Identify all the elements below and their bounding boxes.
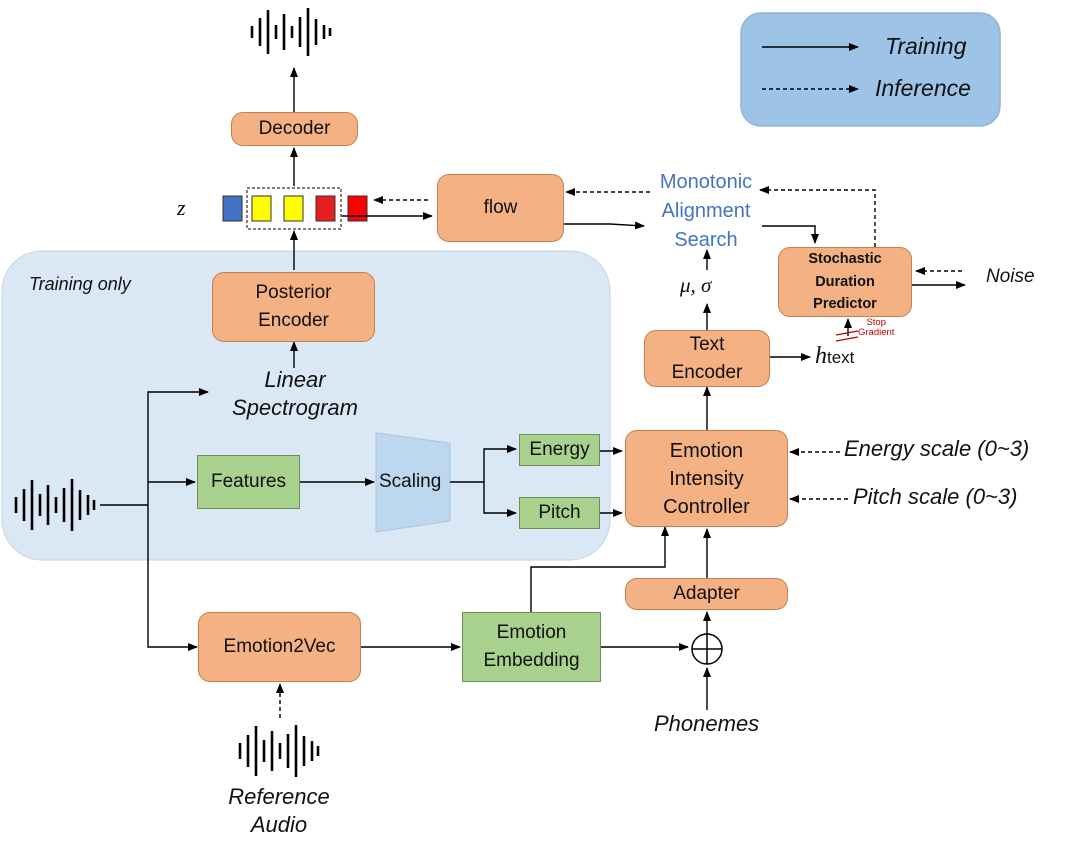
linear-spectrogram-label: Linear Spectrogram bbox=[210, 366, 380, 421]
z-label: z bbox=[177, 195, 186, 220]
inference-connectors bbox=[276, 186, 962, 718]
eic-label-line: Controller bbox=[663, 495, 750, 518]
mas-label-line: Search bbox=[674, 229, 738, 251]
eic-label-line: Emotion bbox=[669, 439, 744, 462]
latent-group-box bbox=[246, 187, 342, 230]
sdp-label-line: Stochastic bbox=[808, 251, 882, 268]
mas-label-line: Monotonic bbox=[659, 171, 753, 193]
input-waveform-icon bbox=[14, 479, 96, 531]
reference-waveform-icon bbox=[238, 725, 320, 777]
pitch-scale-label: Pitch scale (0~3) bbox=[853, 484, 1018, 509]
stop-gradient-label: Stop Gradient bbox=[858, 317, 895, 339]
adapter-label: Adapter bbox=[673, 583, 740, 605]
energy-block: Energy bbox=[519, 434, 600, 466]
mu-sigma-label: μ, σ bbox=[680, 273, 712, 297]
linear-spectrogram-line: Spectrogram bbox=[232, 394, 358, 420]
reference-audio-line: Audio bbox=[250, 811, 308, 837]
latent-square bbox=[222, 195, 243, 222]
energy-scale-label: Energy scale (0~3) bbox=[844, 436, 1030, 461]
emotion-intensity-controller-block: Emotion Intensity Controller bbox=[625, 430, 788, 527]
scaling-label: Scaling bbox=[379, 471, 442, 492]
emotion-embedding-block: Emotion Embedding bbox=[462, 612, 601, 682]
pitch-block: Pitch bbox=[519, 497, 600, 529]
adapter-block: Adapter bbox=[625, 578, 788, 610]
phonemes-label: Phonemes bbox=[654, 711, 760, 736]
text-encoder-label-line: Encoder bbox=[671, 361, 743, 383]
noise-label: Noise bbox=[986, 266, 1035, 287]
training-only-label: Training only bbox=[29, 274, 131, 294]
reference-audio-label: Reference Audio bbox=[204, 783, 354, 838]
flow-block: flow bbox=[437, 174, 564, 242]
legend-inference-label: Inference bbox=[875, 75, 971, 101]
text-encoder-block: Text Encoder bbox=[644, 330, 770, 387]
training-only-region bbox=[1, 250, 611, 561]
latent-square bbox=[283, 195, 304, 222]
scaling-block bbox=[375, 432, 451, 533]
emotion-embedding-label-line: Embedding bbox=[483, 650, 580, 671]
posterior-encoder-label-line: Posterior bbox=[255, 282, 332, 304]
posterior-encoder-block: Posterior Encoder bbox=[212, 272, 375, 342]
stochastic-duration-predictor-block: Stochastic Duration Predictor bbox=[778, 247, 912, 317]
sdp-label-line: Duration bbox=[815, 273, 875, 290]
reference-audio-line: Reference bbox=[228, 784, 330, 809]
emotion-embedding-label-line: Emotion bbox=[496, 622, 567, 644]
posterior-encoder-label-line: Encoder bbox=[258, 310, 329, 331]
mas-label-line: Alignment bbox=[661, 200, 751, 222]
energy-label: Energy bbox=[529, 439, 590, 461]
latent-vector bbox=[222, 195, 368, 222]
connectors bbox=[100, 67, 966, 710]
text-encoder-label-line: Text bbox=[689, 333, 725, 355]
decoder-label: Decoder bbox=[258, 118, 331, 140]
h-text-main: h bbox=[815, 343, 827, 369]
eic-label-line: Intensity bbox=[669, 467, 744, 490]
emotion2vec-label: Emotion2Vec bbox=[223, 636, 336, 658]
stop-gradient-line: Gradient bbox=[858, 327, 895, 339]
latent-square bbox=[347, 195, 368, 222]
decoder-block: Decoder bbox=[231, 112, 358, 146]
output-waveform-icon bbox=[250, 8, 332, 56]
features-label: Features bbox=[211, 471, 286, 493]
stop-gradient-mark bbox=[835, 330, 859, 342]
emotion2vec-block: Emotion2Vec bbox=[198, 612, 361, 682]
linear-spectrogram-line: Linear bbox=[264, 367, 326, 392]
legend-box bbox=[740, 12, 1001, 127]
features-block: Features bbox=[197, 455, 300, 509]
flow-label: flow bbox=[483, 197, 518, 219]
monotonic-alignment-search-label: Monotonic Alignment Search bbox=[646, 168, 766, 255]
latent-square bbox=[251, 195, 272, 222]
latent-square bbox=[315, 195, 336, 222]
h-text-subscript: text bbox=[827, 348, 855, 367]
h-text-label: htext bbox=[815, 343, 854, 370]
sdp-label-line: Predictor bbox=[813, 296, 877, 313]
stop-gradient-line: Stop bbox=[866, 317, 886, 328]
sum-node-icon bbox=[691, 633, 723, 665]
legend-training-label: Training bbox=[885, 33, 967, 59]
pitch-label: Pitch bbox=[538, 502, 581, 524]
